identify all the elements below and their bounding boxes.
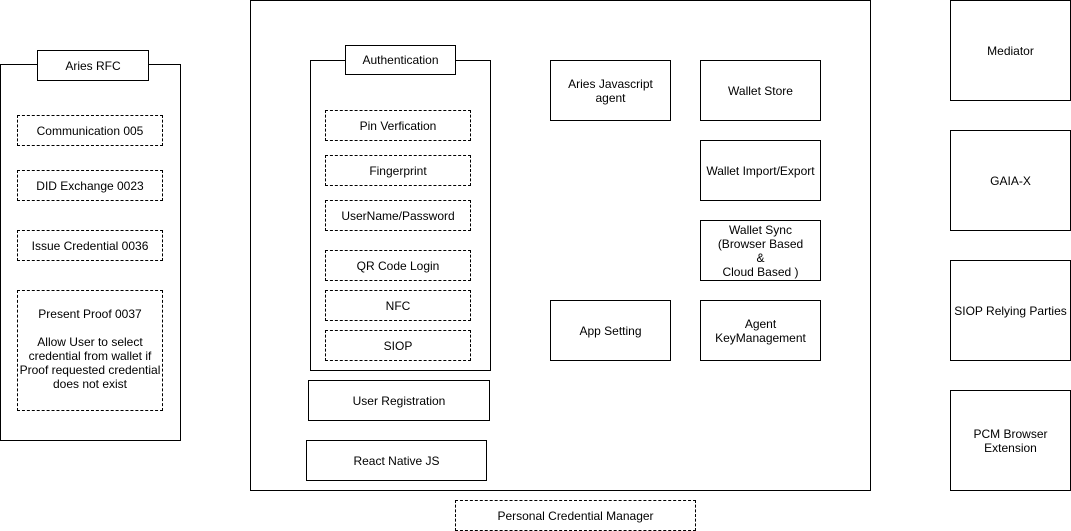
aries-javascript-agent-box: Aries Javascript agent (550, 60, 671, 121)
present-proof-title: Present Proof 0037 (38, 307, 142, 321)
rfc-issue-credential-0036: Issue Credential 0036 (17, 230, 163, 261)
rfc-communication-005: Communication 005 (17, 115, 163, 146)
wallet-store-box: Wallet Store (700, 60, 821, 121)
auth-siop: SIOP (325, 330, 471, 361)
wallet-sync-box: Wallet Sync (Browser Based & Cloud Based… (700, 220, 821, 281)
auth-nfc: NFC (325, 290, 471, 321)
wallet-import-export-box: Wallet Import/Export (700, 140, 821, 201)
gaia-x-box: GAIA-X (950, 130, 1071, 231)
pcm-label: Personal Credential Manager (455, 500, 696, 531)
auth-qr-code-login: QR Code Login (325, 250, 471, 281)
rfc-did-exchange-0023: DID Exchange 0023 (17, 170, 163, 201)
app-setting-box: App Setting (550, 300, 671, 361)
auth-fingerprint: Fingerprint (325, 155, 471, 186)
aries-rfc-title: Aries RFC (37, 50, 149, 81)
auth-pin-verification: Pin Verfication (325, 110, 471, 141)
authentication-title: Authentication (345, 45, 456, 75)
agent-key-management-box: Agent KeyManagement (700, 300, 821, 361)
mediator-box: Mediator (950, 0, 1071, 101)
react-native-js-box: React Native JS (306, 440, 487, 481)
user-registration-box: User Registration (308, 380, 490, 421)
auth-username-password: UserName/Password (325, 200, 471, 231)
rfc-present-proof-0037: Present Proof 0037 Allow User to select … (17, 290, 163, 411)
present-proof-note: Allow User to select credential from wal… (19, 335, 161, 391)
pcm-browser-extension-box: PCM Browser Extension (950, 390, 1071, 491)
siop-relying-parties-box: SIOP Relying Parties (950, 260, 1071, 361)
